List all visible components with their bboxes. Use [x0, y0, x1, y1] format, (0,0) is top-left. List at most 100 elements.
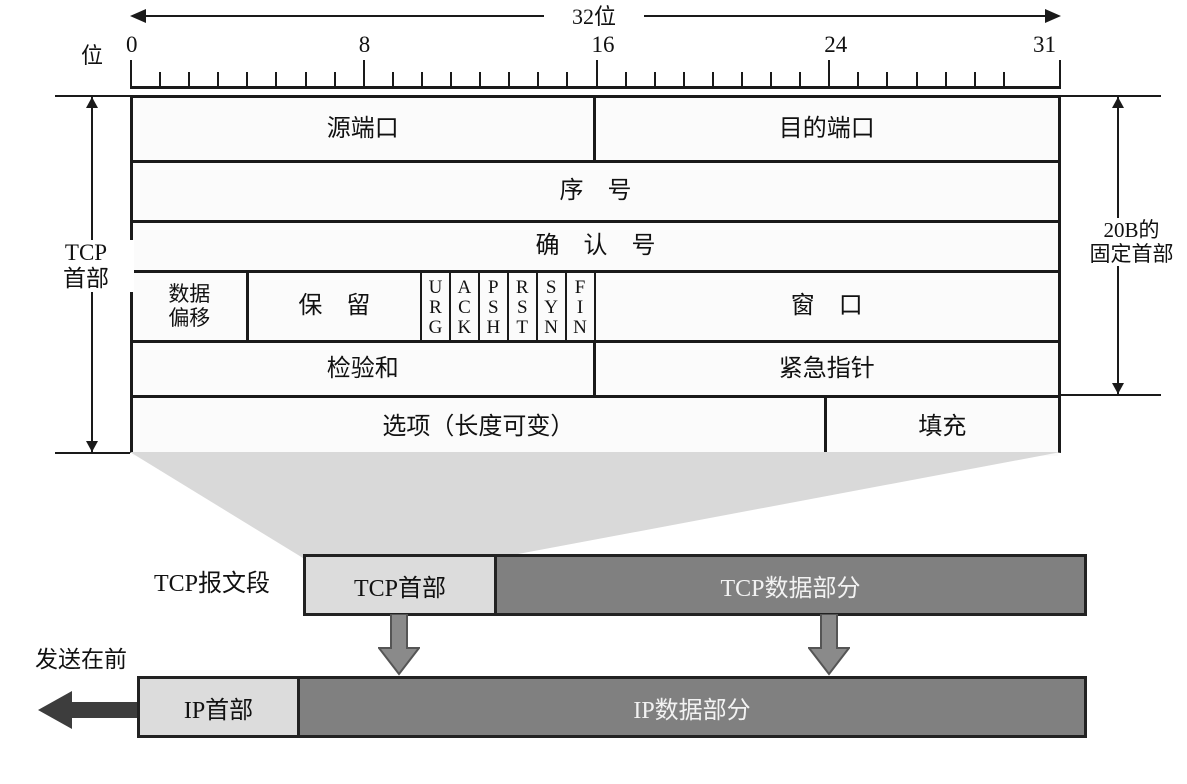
- field-label: 确 认 号: [535, 233, 656, 260]
- flag-label-psh: PSH: [482, 276, 504, 337]
- axis-tick-label: 8: [358, 32, 371, 57]
- axis-tick: [537, 72, 540, 86]
- axis-tick: [944, 72, 947, 86]
- axis-tick: [130, 60, 132, 86]
- field-label: 序 号: [559, 178, 632, 205]
- axis-tick: [217, 72, 220, 86]
- ip-data-box: IP数据部分: [300, 676, 1087, 738]
- header-flag-urg: URG: [422, 273, 451, 340]
- encapsulation-arrow-left: [378, 614, 420, 676]
- tcp-header-bracket-bottom: [55, 452, 130, 454]
- axis-tick: [857, 72, 860, 86]
- header-row-sequence-number: 序 号: [133, 163, 1058, 223]
- header-flag-psh: PSH: [479, 273, 509, 340]
- axis-tick: [450, 72, 453, 86]
- field-label: 选项（长度可变）: [382, 413, 575, 440]
- fixed-header-label: 20B的 固定首部: [1076, 218, 1187, 267]
- axis-tick: [653, 72, 656, 86]
- flag-label-rst: RST: [511, 276, 533, 337]
- tcp-header-bracket-arrow-down: [86, 441, 98, 452]
- encapsulation-arrow-right: [808, 614, 850, 676]
- tcp-header-label: TCP 首部: [38, 240, 134, 292]
- field-label-line2: 偏移: [168, 305, 211, 330]
- bit-axis-label: 位: [80, 43, 103, 68]
- field-label: 保 留: [298, 293, 371, 320]
- axis-tick: [362, 60, 365, 86]
- flag-label-fin: FIN: [569, 276, 591, 337]
- header-flag-fin: FIN: [566, 273, 596, 340]
- flag-label-urg: URG: [425, 276, 447, 337]
- header-row-options-padding: 选项（长度可变） 填充: [133, 398, 1058, 456]
- header-row-ports: 源端口 目的端口: [133, 98, 1058, 163]
- flag-label-syn: SYN: [540, 276, 562, 337]
- bit-axis-line: [130, 86, 1061, 89]
- axis-tick: [479, 72, 482, 86]
- bit-axis-ticks: 0 8 16 24 31: [126, 0, 1061, 95]
- axis-tick-label: 31: [1033, 32, 1056, 57]
- send-first-label: 发送在前: [35, 647, 127, 672]
- fixed-header-bracket-arrow-down: [1112, 383, 1124, 394]
- header-field-: 序 号: [133, 163, 1058, 220]
- field-label: 目的端口: [778, 115, 875, 142]
- axis-tick: [159, 72, 162, 86]
- axis-tick: [711, 72, 714, 86]
- header-field-: 保 留: [248, 273, 423, 340]
- axis-tick: [828, 60, 831, 86]
- axis-tick: [886, 72, 889, 86]
- tcp-segment-row-label: TCP报文段: [153, 571, 270, 597]
- fixed-header-bracket-top: [1061, 95, 1161, 97]
- header-field-: 源端口: [133, 98, 596, 160]
- field-label: 紧急指针: [778, 355, 875, 382]
- send-direction-arrow: [38, 691, 148, 729]
- axis-tick: [1002, 72, 1005, 86]
- header-field-: 填充: [826, 398, 1058, 456]
- axis-tick: [973, 72, 976, 86]
- axis-tick-label: 16: [591, 32, 615, 57]
- header-field-: 窗 口: [595, 273, 1058, 340]
- tcp-header-label-line2: 首部: [63, 265, 109, 291]
- header-row-checksum-urgent-pointer: 检验和 紧急指针: [133, 343, 1058, 398]
- header-expand-connector: [130, 452, 1061, 558]
- field-label-line1: 数据: [168, 281, 211, 306]
- header-flag-syn: SYN: [537, 273, 567, 340]
- axis-tick: [275, 72, 278, 86]
- axis-tick: [508, 72, 511, 86]
- axis-tick: [682, 72, 685, 86]
- axis-tick-label: 24: [824, 32, 848, 57]
- tcp-header-box: TCP首部: [303, 554, 497, 616]
- axis-tick: [799, 72, 802, 86]
- fixed-header-bracket-bottom: [1061, 394, 1161, 396]
- header-field-: 数据偏移: [133, 273, 249, 340]
- header-row-acknowledgement-number: 确 认 号: [133, 223, 1058, 273]
- header-field-: 确 认 号: [133, 223, 1058, 270]
- axis-tick: [1059, 60, 1061, 86]
- tcp-header-bracket-top: [55, 95, 130, 97]
- field-label: 检验和: [326, 355, 399, 382]
- header-row-offset-reserved-flags-window: 数据偏移 保 留 URG ACK PSH RST SYN FIN 窗 口: [133, 273, 1058, 343]
- flag-label-ack: ACK: [453, 276, 475, 337]
- field-label: 窗 口: [790, 293, 863, 320]
- fixed-header-label-line1: 20B的: [1103, 218, 1160, 242]
- header-flag-rst: RST: [508, 273, 538, 340]
- field-label: 数据偏移: [168, 281, 211, 330]
- axis-tick: [595, 60, 598, 86]
- width-32bit-label: 32位: [544, 2, 644, 29]
- header-flag-ack: ACK: [450, 273, 480, 340]
- tcp-header-bracket-arrow-up: [86, 97, 98, 108]
- tcp-data-box: TCP数据部分: [497, 554, 1087, 616]
- header-field-: 检验和: [133, 343, 596, 395]
- tcp-header-label-line1: TCP: [64, 240, 108, 265]
- axis-tick: [624, 72, 627, 86]
- axis-tick: [391, 72, 394, 86]
- axis-tick: [333, 72, 336, 86]
- fixed-header-label-line2: 固定首部: [1089, 242, 1174, 267]
- axis-tick: [420, 72, 423, 86]
- axis-tick: [304, 72, 307, 86]
- field-label: 填充: [918, 413, 967, 440]
- axis-tick-label: 0: [126, 32, 138, 57]
- header-field-: 目的端口: [595, 98, 1058, 160]
- axis-tick: [566, 72, 569, 86]
- fixed-header-bracket-arrow-up: [1112, 97, 1124, 108]
- axis-tick: [915, 72, 918, 86]
- header-field-: 选项（长度可变）: [133, 398, 827, 456]
